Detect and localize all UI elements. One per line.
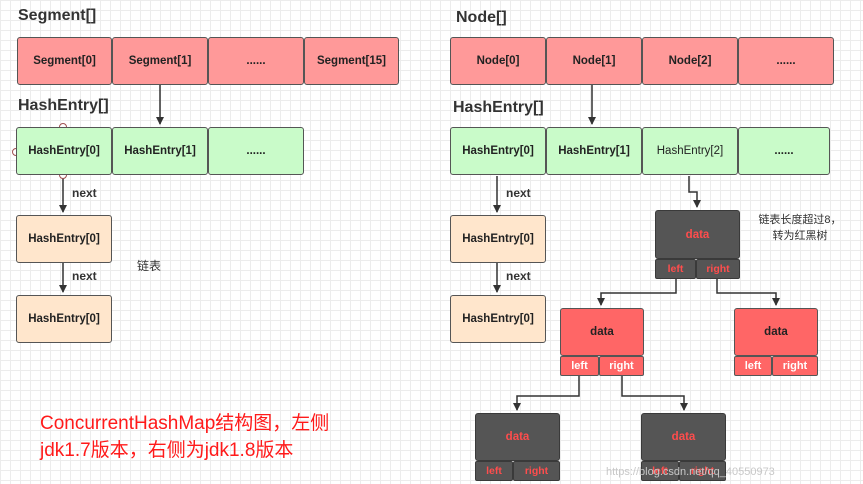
caption-line-2: jdk1.7版本，右侧为jdk1.8版本 <box>40 437 329 464</box>
tree-bottom-left-data: data <box>475 413 560 461</box>
caption-line-1: ConcurrentHashMap结构图，左侧 <box>40 410 329 437</box>
arrow-root-left <box>601 279 676 305</box>
r-hashentry-cell-1: HashEntry[1] <box>546 127 642 175</box>
arrow-root-right <box>717 279 776 305</box>
node-cell-ellipsis: ...... <box>738 37 834 85</box>
arrow-mid-left <box>517 376 579 410</box>
r-hashentry-cell-0: HashEntry[0] <box>450 127 546 175</box>
r-chain-entry-1: HashEntry[0] <box>450 215 546 263</box>
segment-cell-1: Segment[1] <box>112 37 208 85</box>
next-label-2: next <box>72 269 97 283</box>
treeify-note: 链表长度超过8， 转为红黑树 <box>744 212 856 244</box>
next-label-1: next <box>72 186 97 200</box>
tree-mid-right-data: data <box>734 308 818 356</box>
tree-bottom-left-left: left <box>475 461 513 481</box>
arrow-mid-right <box>622 376 684 410</box>
tree-mid-right-right: right <box>772 356 818 376</box>
treeify-note-line-2: 转为红黑树 <box>744 228 856 244</box>
segment-cell-ellipsis: ...... <box>208 37 304 85</box>
chain-entry-1: HashEntry[0] <box>16 215 112 263</box>
linked-list-label: 链表 <box>137 257 161 274</box>
segment-cell-0: Segment[0] <box>17 37 112 85</box>
tree-root-right: right <box>696 259 740 279</box>
tree-bottom-left-right: right <box>513 461 560 481</box>
r-hashentry-cell-2: HashEntry[2] <box>642 127 738 175</box>
tree-mid-left-data: data <box>560 308 644 356</box>
tree-mid-right-left: left <box>734 356 772 376</box>
tree-bottom-right-data: data <box>641 413 726 461</box>
node-cell-2: Node[2] <box>642 37 738 85</box>
hashentry-array-title-right: HashEntry[] <box>453 99 544 117</box>
arrow-hashentry2-to-tree <box>689 176 697 207</box>
segment-array-title: Segment[] <box>18 7 96 25</box>
tree-mid-left-left: left <box>560 356 599 376</box>
tree-mid-left-right: right <box>599 356 644 376</box>
chain-entry-2: HashEntry[0] <box>16 295 112 343</box>
hashentry-cell-ellipsis: ...... <box>208 127 304 175</box>
hashentry-cell-1: HashEntry[1] <box>112 127 208 175</box>
treeify-note-line-1: 链表长度超过8， <box>744 212 856 228</box>
node-cell-0: Node[0] <box>450 37 546 85</box>
r-hashentry-cell-ellipsis: ...... <box>738 127 830 175</box>
r-next-label-2: next <box>506 269 531 283</box>
tree-root-left: left <box>655 259 696 279</box>
r-chain-entry-2: HashEntry[0] <box>450 295 546 343</box>
hashentry-array-title-left: HashEntry[] <box>18 97 109 115</box>
hashentry-cell-0: HashEntry[0] <box>16 127 112 175</box>
segment-cell-15: Segment[15] <box>304 37 399 85</box>
tree-root-data: data <box>655 210 740 259</box>
node-cell-1: Node[1] <box>546 37 642 85</box>
diagram-caption: ConcurrentHashMap结构图，左侧 jdk1.7版本，右侧为jdk1… <box>40 410 329 464</box>
watermark: https://blog.csdn.net/qq_40550973 <box>606 466 775 478</box>
node-array-title: Node[] <box>456 9 507 27</box>
r-next-label-1: next <box>506 186 531 200</box>
